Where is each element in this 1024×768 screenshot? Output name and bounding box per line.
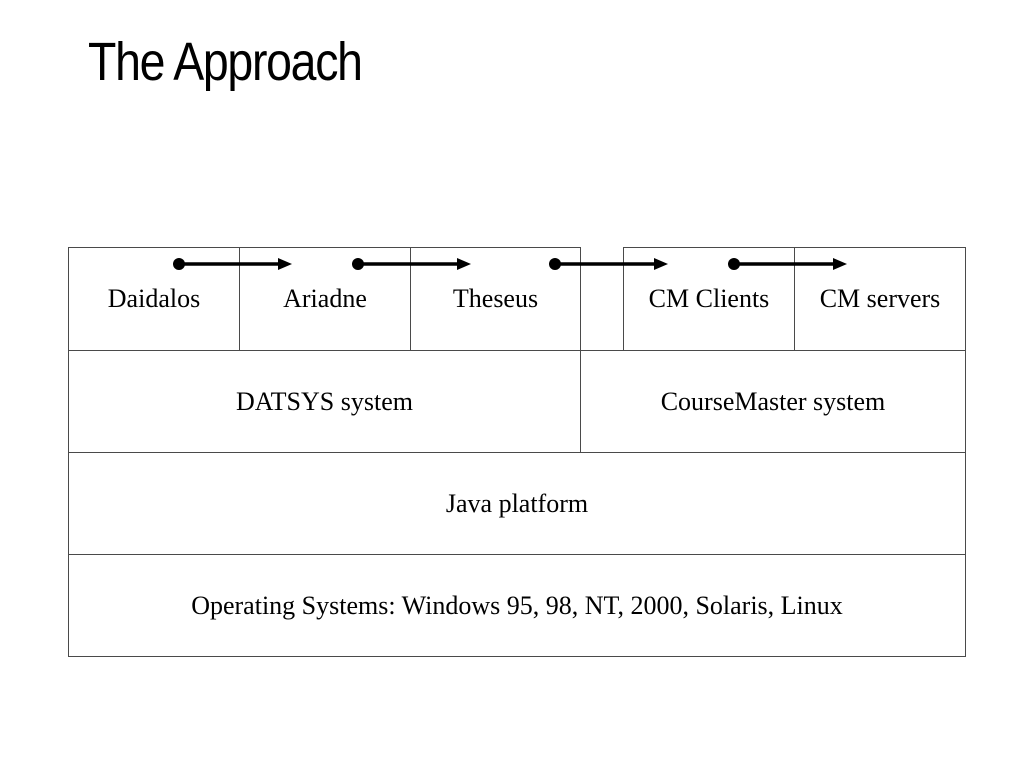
box-java-platform: Java platform <box>68 452 966 555</box>
label-cm-servers: CM servers <box>819 284 941 313</box>
box-theseus: Theseus <box>410 247 581 351</box>
box-daidalos: Daidalos <box>68 247 240 351</box>
label-datsys-system: DATSYS system <box>236 386 413 416</box>
label-operating-systems: Operating Systems: Windows 95, 98, NT, 2… <box>191 590 843 620</box>
label-cm-clients: CM Clients <box>648 284 770 313</box>
label-theseus: Theseus <box>452 284 539 313</box>
box-cm-clients: CM Clients <box>623 247 795 351</box>
label-coursemaster-system: CourseMaster system <box>660 386 886 416</box>
label-ariadne: Ariadne <box>283 284 367 313</box>
box-cm-servers: CM servers <box>794 247 966 351</box>
label-daidalos: Daidalos <box>107 284 201 313</box>
box-coursemaster-system: CourseMaster system <box>580 350 966 453</box>
label-java-platform: Java platform <box>445 488 589 518</box>
box-operating-systems: Operating Systems: Windows 95, 98, NT, 2… <box>68 554 966 657</box>
box-datsys-system: DATSYS system <box>68 350 581 453</box>
box-ariadne: Ariadne <box>239 247 411 351</box>
page-title: The Approach <box>88 32 363 92</box>
